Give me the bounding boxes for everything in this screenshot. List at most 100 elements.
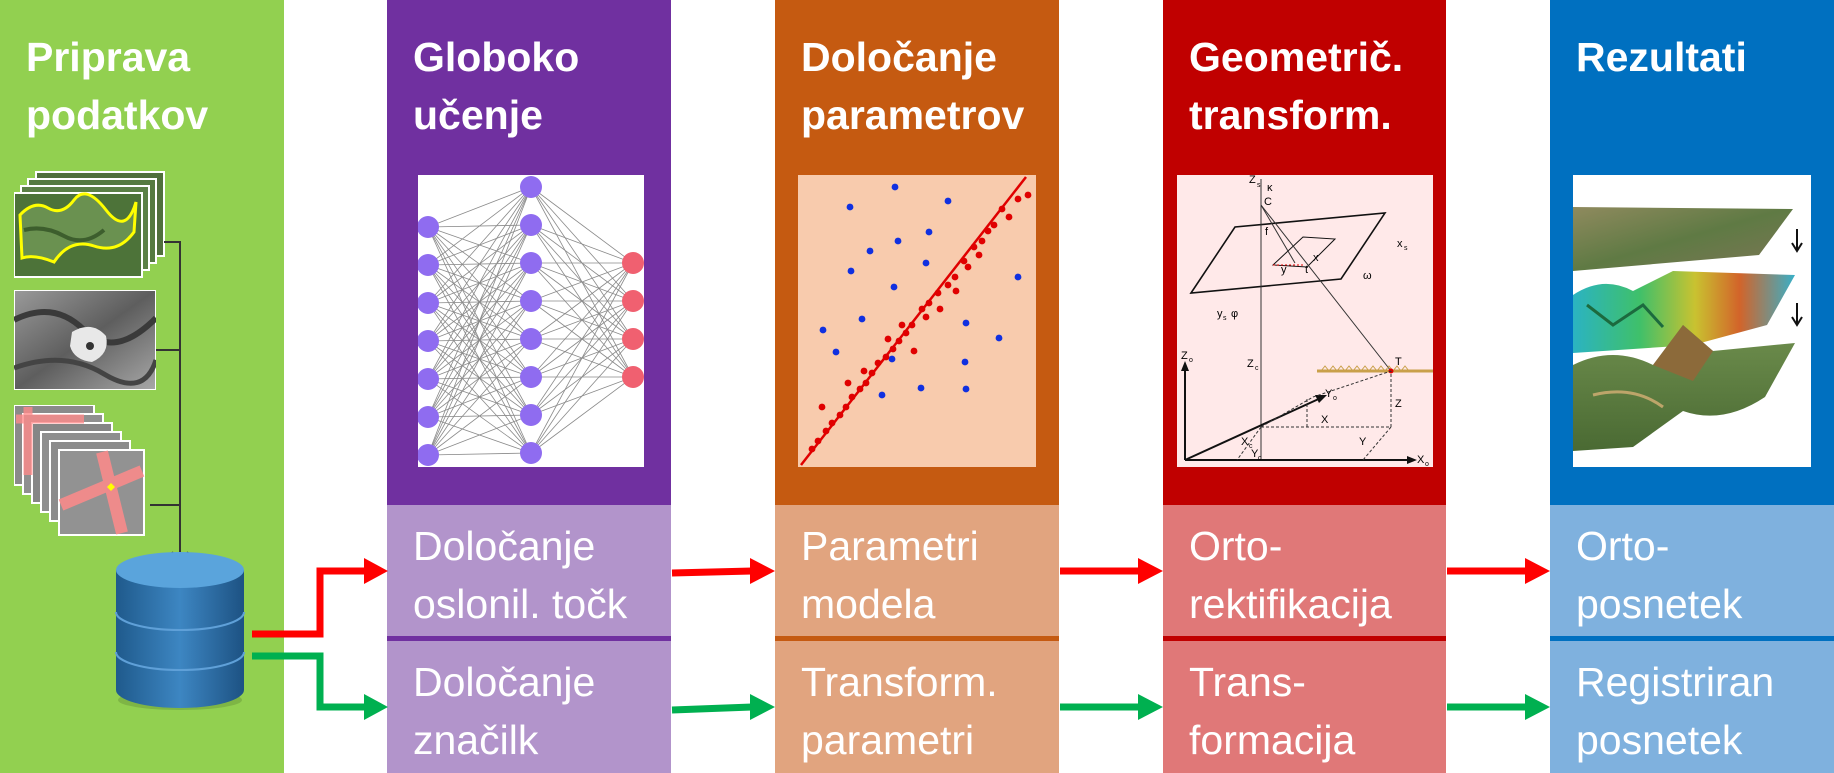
scatter-point-blue: [866, 247, 874, 255]
scatter-point-red: [902, 329, 910, 337]
label-yo-sub: o: [1333, 395, 1337, 402]
scatter-point-red: [908, 321, 916, 329]
scatter-point-red: [960, 257, 968, 265]
label-zs-sub: s: [1257, 182, 1261, 189]
label-zc: Z: [1247, 358, 1254, 370]
label-T: T: [1395, 356, 1402, 368]
column-parameter-determination: Določanje parametrov Parametri modela Tr…: [775, 0, 1059, 773]
scatter-point-blue: [922, 259, 930, 267]
neuron: [418, 406, 439, 428]
scatter-point-blue: [890, 283, 898, 291]
neuron: [520, 442, 542, 464]
scatter-point-red: [898, 321, 906, 329]
scatter-point-red: [856, 385, 864, 393]
cell-transformation: Trans- formacija: [1163, 641, 1446, 773]
scatter-point-red: [868, 369, 876, 377]
cell-separator: [387, 636, 671, 641]
scatter-point-red: [978, 237, 986, 245]
label-xo-sub: o: [1425, 461, 1429, 467]
arrowhead-red: [1138, 558, 1163, 584]
scatter-point-red: [836, 411, 844, 419]
neuron: [418, 292, 439, 314]
cell-separator: [1163, 636, 1446, 641]
cell-control-points: Določanje oslonil. točk: [387, 505, 671, 639]
scatter-point-red: [990, 221, 998, 229]
satellite-image-stack: [14, 171, 165, 278]
scatter-point-red: [822, 427, 830, 435]
column-title: Določanje parametrov: [801, 34, 1025, 138]
neuron: [622, 366, 644, 388]
arrowhead-red: [750, 558, 775, 584]
scatter-point-red: [964, 263, 972, 271]
label-f: f: [1265, 226, 1269, 238]
label-x: x: [1313, 252, 1319, 264]
scatter-point-red: [951, 273, 959, 281]
scatter-point-red: [944, 281, 952, 289]
neuron: [418, 254, 439, 276]
scatter-point-blue: [1014, 273, 1022, 281]
label-ys-sub: s: [1223, 315, 1227, 322]
label-phi: φ: [1231, 308, 1238, 320]
scatter-point-blue: [894, 237, 902, 245]
neuron: [520, 328, 542, 350]
scatter-point-blue: [878, 391, 886, 399]
flow-arrow-red: [671, 567, 753, 577]
scatter-point-blue: [961, 358, 969, 366]
column-title: Priprava podatkov: [26, 34, 209, 138]
scatter-point-red: [922, 313, 930, 321]
regression-scatter-illustration: [798, 175, 1036, 467]
scatter-point-red: [808, 445, 816, 453]
scatter-point-red: [818, 403, 826, 411]
scatter-point-red: [1014, 195, 1022, 203]
column-data-preparation: Priprava podatkov: [0, 0, 284, 773]
column-deep-learning: Globoko učenje Določanje oslonil. točk D…: [387, 0, 671, 773]
scatter-point-blue: [962, 385, 970, 393]
column-title: Rezultati: [1576, 34, 1747, 80]
label-xo: X: [1417, 454, 1425, 466]
neuron: [520, 176, 542, 198]
label-zc-sub: c: [1255, 365, 1259, 372]
scatter-point-blue: [832, 348, 840, 356]
neuron: [418, 216, 439, 238]
arrowhead-red: [364, 558, 388, 584]
scatter-point-red: [975, 251, 983, 259]
cell-transform-parameters: Transform. parametri: [775, 641, 1059, 773]
neural-network-illustration: [418, 175, 644, 467]
cell-registered-image: Registriran posnetek: [1550, 641, 1834, 773]
neuron: [520, 366, 542, 388]
scatter-point-blue: [847, 267, 855, 275]
column-results: Rezultati: [1550, 0, 1834, 773]
label-yo: Y: [1325, 388, 1333, 400]
cell-orthoimage: Orto- posnetek: [1550, 505, 1834, 639]
scatter-point-red: [882, 353, 890, 361]
flow-arrow-green: [671, 703, 753, 714]
neuron: [622, 290, 644, 312]
label-c: C: [1264, 196, 1272, 208]
scatter-point-red: [910, 347, 918, 355]
scatter-point-red: [828, 419, 836, 427]
label-yc: Y: [1251, 448, 1259, 460]
label-xc-sub: c: [1249, 443, 1253, 450]
scatter-point-blue: [891, 183, 899, 191]
column-header: Globoko učenje: [387, 0, 671, 505]
scatter-point-red: [842, 403, 850, 411]
neuron: [520, 214, 542, 236]
scatter-point-red: [860, 367, 868, 375]
grayscale-aerial-image: [14, 290, 156, 390]
scatter-point-red: [1005, 213, 1013, 221]
column-header: Rezultati: [1550, 0, 1834, 505]
neuron: [622, 328, 644, 350]
scatter-point-blue: [962, 319, 970, 327]
label-xs-sub: s: [1404, 245, 1408, 252]
scatter-point-red: [874, 359, 882, 367]
database-icon: [115, 552, 245, 710]
label-X: X: [1321, 414, 1329, 426]
arrowhead-green: [750, 694, 775, 720]
neuron: [520, 252, 542, 274]
scatter-point-red: [934, 289, 942, 297]
scatter-point-red: [895, 337, 903, 345]
scatter-point-red: [862, 379, 870, 387]
scatter-point-red: [984, 227, 992, 235]
neuron: [622, 252, 644, 274]
scatter-point-blue: [944, 197, 952, 205]
